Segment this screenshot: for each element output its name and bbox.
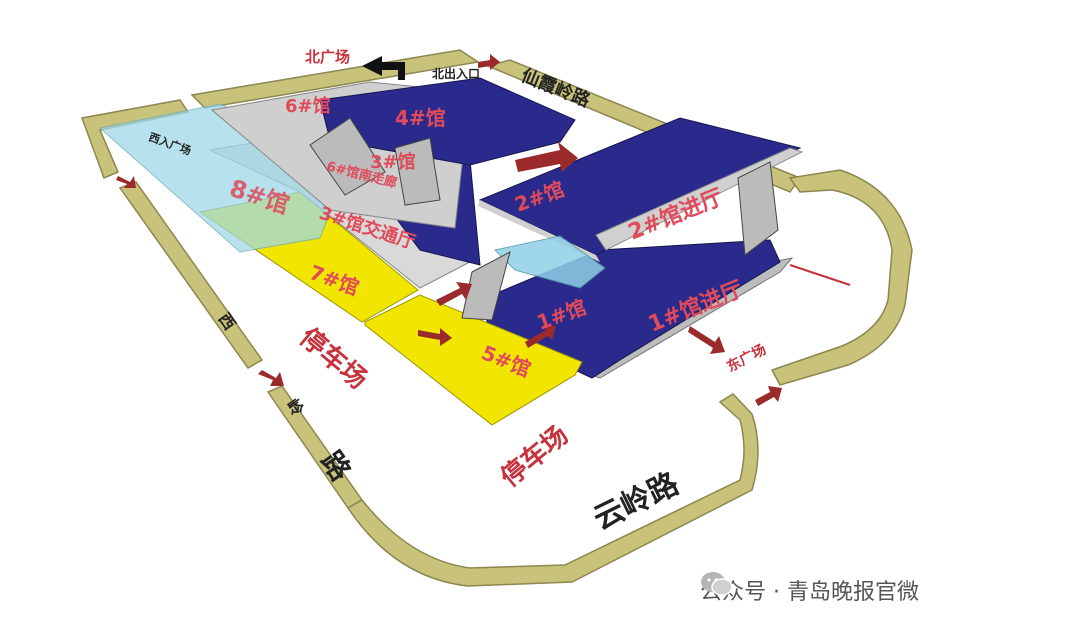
marker-line (789, 264, 851, 286)
glass-bridge (493, 235, 606, 289)
stair-6 (309, 117, 386, 196)
label-parking-west: 停车场 (294, 322, 374, 396)
arrow-5-1 (525, 325, 556, 348)
road-east-curve (770, 169, 913, 386)
arrow-north-gate (478, 54, 500, 70)
arrow-east-plaza (755, 386, 782, 406)
label-east-plaza: 东广场 (724, 341, 769, 376)
watermark: 公众号 · 青岛晚报官微 (700, 570, 919, 610)
watermark-text: 公众号 · 青岛晚报官微 (700, 580, 919, 605)
label-hall-6: 6#馆 (285, 95, 331, 117)
label-hall-4: 4#馆 (395, 106, 446, 130)
arrow-west-top (116, 176, 136, 188)
north-plaza-arrow (362, 56, 405, 80)
wechat-icon (701, 572, 733, 596)
arrow-4-2 (515, 142, 578, 172)
arrows (116, 54, 782, 406)
stair-5 (461, 251, 511, 321)
stairs-group (309, 117, 779, 321)
stair-3 (394, 137, 441, 206)
road-xiling-lower (266, 385, 364, 509)
arrow-west-gate (258, 370, 284, 386)
arrow-east (688, 326, 725, 354)
label-hall-3: 3#馆 (370, 151, 416, 173)
label-parking-south: 停车场 (495, 419, 575, 493)
road-yunling (346, 393, 759, 587)
hall-5 (364, 294, 583, 426)
stair-2 (737, 161, 779, 256)
arrow-5-west (418, 328, 452, 346)
ring-road (80, 49, 913, 587)
road-west-top (80, 99, 190, 180)
label-north-entrance: 北出入口 (432, 66, 480, 81)
label-north-plaza: 北广场 (305, 48, 350, 66)
arrow-7-5 (436, 282, 472, 306)
